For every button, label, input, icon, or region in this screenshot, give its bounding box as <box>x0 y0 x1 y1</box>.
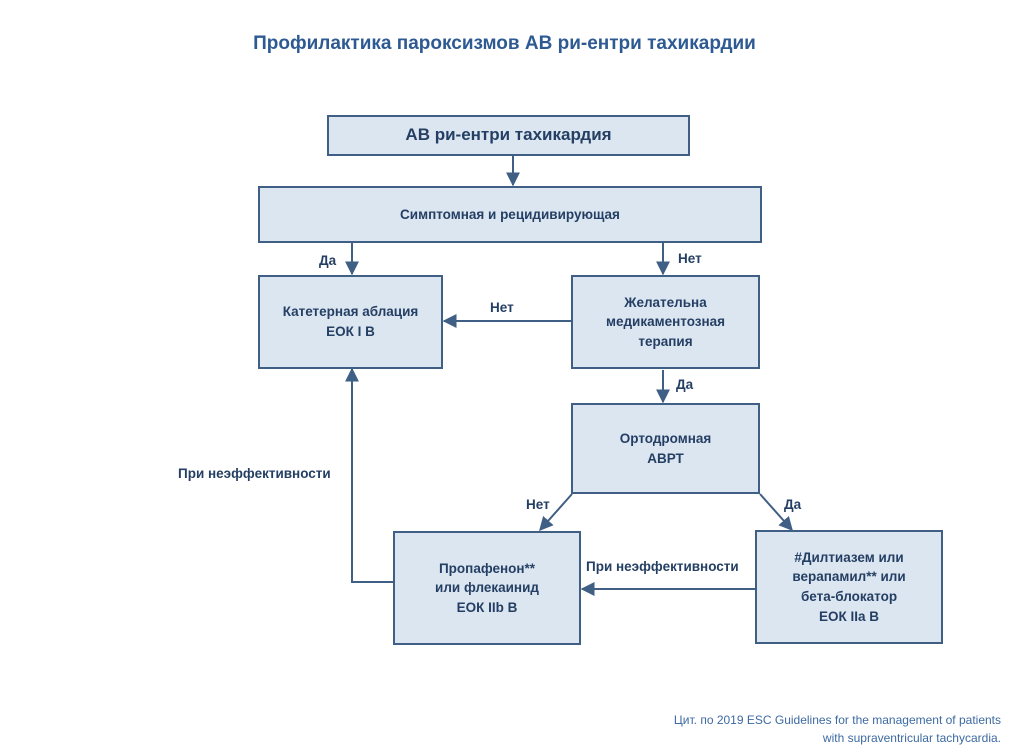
diagram-title: Профилактика пароксизмов АВ ри-ентри тах… <box>253 33 756 54</box>
node-av-reentry: АВ ри-ентри тахикардия <box>327 115 690 156</box>
node-propafenone: Пропафенон** или флекаинид ЕОК IIb B <box>393 531 581 645</box>
node-diltiazem: #Дилтиазем или верапамил** или бета-блок… <box>755 530 943 644</box>
citation-note: Цит. по 2019 ESC Guidelines for the mana… <box>673 713 1001 745</box>
label-yes-diltiazem: Да <box>784 497 802 512</box>
arrow-orthodromic-to-diltiazem <box>759 493 793 532</box>
label-yes-orthodromic: Да <box>676 377 694 392</box>
label-ineffective-to-propafenone: При неэффективности <box>586 559 739 574</box>
label-no-drug: Нет <box>678 251 702 266</box>
arrow-propafenone-to-ablation <box>345 367 393 583</box>
node-orthodromic-avrt: Ортодромная АВРТ <box>571 403 760 494</box>
label-ineffective-to-ablation: При неэффективности <box>178 466 331 481</box>
node-symptomatic: Симптомная и рецидивирующая <box>258 186 762 243</box>
label-yes-ablation: Да <box>319 253 337 268</box>
node-drug-therapy: Желательна медикаментозная терапия <box>571 275 760 369</box>
label-no-propafenone: Нет <box>526 497 550 512</box>
node-catheter-ablation: Катетерная аблация ЕОК I B <box>258 275 443 369</box>
arrow-orthodromic-to-propafenone <box>539 493 573 532</box>
label-no-drug-to-ablation: Нет <box>490 300 514 315</box>
